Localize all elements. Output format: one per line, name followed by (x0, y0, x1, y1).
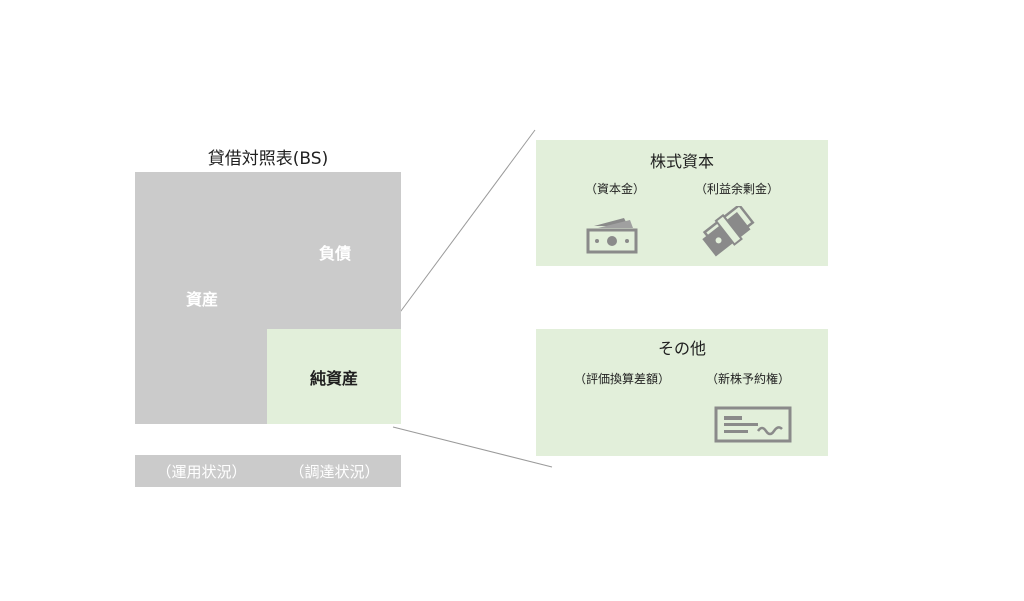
footer-label-operation: （運用状況） (156, 462, 247, 481)
stock-capital-panel: 株式資本 （資本金） （利益余剰金） (536, 140, 828, 266)
valuation-difference-label: （評価換算差額） (574, 372, 671, 386)
stock-acquisition-rights-label: （新株予約権） (706, 372, 791, 386)
stock-capital-title: 株式資本 (649, 152, 714, 171)
connector-line-bottom (392, 426, 553, 468)
liabilities-label: 負債 (318, 244, 351, 263)
connector-line-top (394, 129, 536, 320)
capital-label: （資本金） (585, 182, 646, 196)
banknote-icon (586, 218, 638, 254)
other-title: その他 (657, 339, 706, 358)
net-assets-label: 純資産 (309, 368, 358, 388)
assets-label: 資産 (185, 290, 218, 309)
money-bundle-icon (702, 206, 755, 257)
retained-earnings-label: （利益余剰金） (695, 182, 780, 196)
balance-sheet-title: 貸借対照表(BS) (207, 149, 329, 169)
check-icon (714, 406, 792, 443)
footer-label-funding: （調達状況） (289, 462, 380, 481)
balance-sheet-footer: （運用状況） （調達状況） (135, 455, 401, 487)
other-panel: その他 （評価換算差額） （新株予約権） (536, 329, 828, 456)
net-assets-block: 純資産 (267, 329, 401, 424)
